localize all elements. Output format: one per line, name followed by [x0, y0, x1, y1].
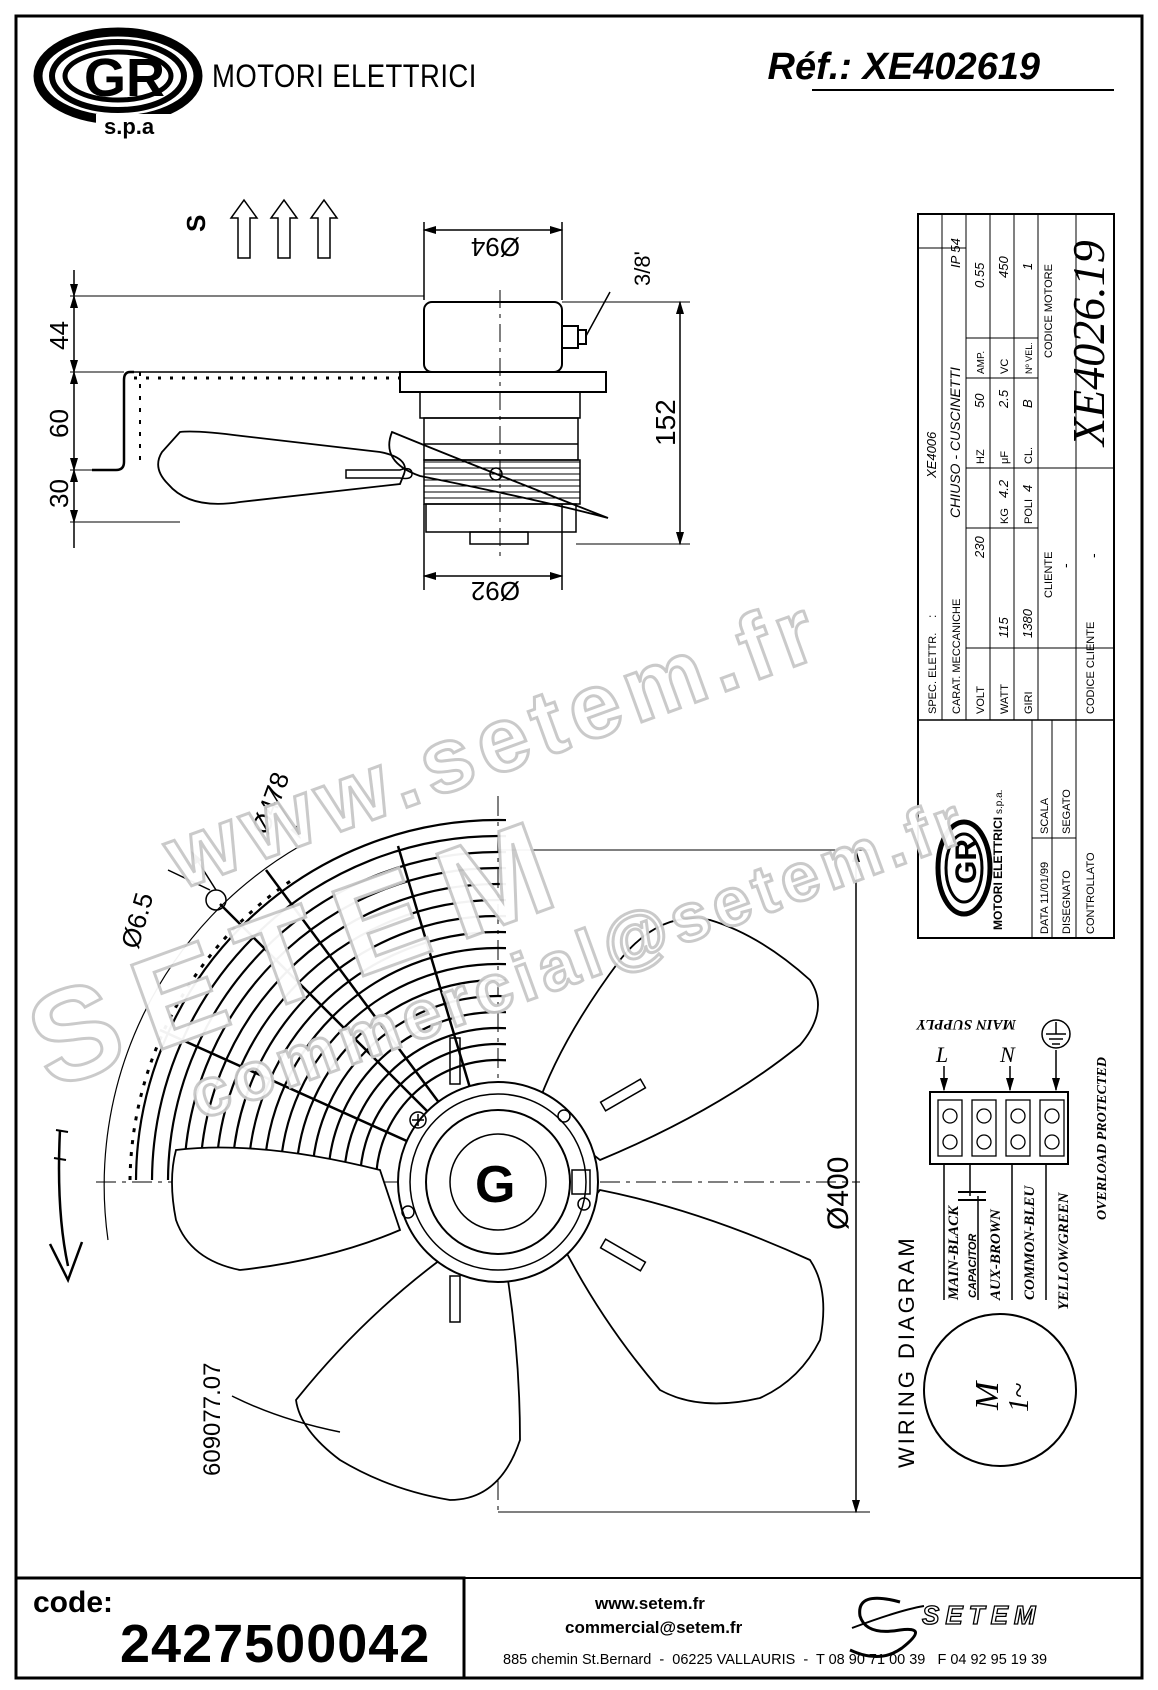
terminal-n: N [999, 1042, 1016, 1067]
gr-logo: GR s.p.a [33, 27, 203, 139]
dim-total-152: 152 [650, 399, 681, 446]
svg-text:G: G [475, 1156, 515, 1214]
scala-label: SCALA [1039, 797, 1051, 834]
data-label: DATA 11/01/99 [1039, 862, 1051, 934]
brand-name: MOTORI ELETTRICI [212, 58, 477, 94]
mech-value: CHIUSO - CUSCINETTI [947, 367, 963, 518]
motor-m: M [969, 1380, 1006, 1411]
dim-blade-diameter: Ø400 [822, 1157, 855, 1230]
setem-logo-icon [849, 1596, 925, 1658]
volt-value: 230 [972, 536, 987, 559]
wire-yellow-green: YELLOW/GREEN [1056, 1191, 1072, 1310]
dim-height-44: 44 [44, 321, 74, 350]
watt-value: 115 [996, 617, 1011, 638]
cl-label: CL. [1023, 447, 1035, 464]
title-logo: GR MOTORI ELETTRICI s.p.a. [935, 790, 1005, 930]
uf-value: 2.5 [996, 389, 1011, 409]
amp-label: AMP. [976, 351, 987, 374]
codice-cliente-label: CODICE CLIENTE [1085, 622, 1097, 714]
main-supply-label: MAIN SUPPLY [915, 1016, 1017, 1032]
codice-motore-label: CODICE MOTORE [1043, 264, 1055, 358]
side-view: S Ø94 3/8' [44, 198, 690, 606]
dim-thread: 3/8' [630, 251, 655, 286]
wire-common-bleu: COMMON-BLEU [1022, 1185, 1038, 1300]
airflow-arrow-icon [229, 198, 339, 259]
cliente-label: CLIENTE [1043, 552, 1055, 598]
rotation-arrow-icon [48, 1129, 84, 1284]
logo-text: GR [84, 48, 165, 108]
wire-main-black: MAIN-BLACK [946, 1205, 962, 1301]
svg-text:GR: GR [950, 839, 983, 884]
kg-value: 4.2 [996, 479, 1011, 498]
wiring-diagram: MAIN SUPPLY L N MAIN-BLAC [894, 1016, 1110, 1468]
wire-capacitor: CAPACITOR [967, 1234, 979, 1298]
motor-symbol [923, 1313, 1077, 1467]
dim-bottom-diameter: Ø92 [471, 576, 520, 606]
hz-value: 50 [972, 393, 987, 408]
code-value: 2427500042 [120, 1614, 431, 1674]
terminal-l: L [935, 1042, 948, 1067]
cl-value: B [1020, 399, 1035, 408]
title-block: GR MOTORI ELETTRICI s.p.a. DATA 11/01/99… [917, 213, 1115, 939]
spec-sep: : [925, 615, 939, 618]
hub-logo-icon: G [475, 1156, 515, 1214]
vel-label: Nº VEL. [1024, 342, 1034, 374]
mini-logo-brand: MOTORI ELETTRICI [991, 817, 1005, 930]
airflow-label: S [181, 215, 211, 232]
earth-icon [1041, 1019, 1071, 1049]
front-view: Ø478 Ø6.5 G [48, 768, 870, 1514]
vc-label: VC [999, 359, 1011, 374]
controllato-label: CONTROLLATO [1085, 852, 1097, 934]
watt-label: WATT [999, 684, 1011, 714]
reference-number: Réf.: XE402619 [767, 46, 1041, 88]
poli-label: POLI [1023, 499, 1035, 524]
disegnato-label: DISEGNATO [1061, 870, 1073, 934]
codice-motore: XE4026.19 [1063, 240, 1114, 448]
part-number: 609077.07 [199, 1363, 226, 1476]
giri-value: 1380 [1020, 608, 1035, 638]
spec-label: SPEC. ELETTR. [927, 633, 939, 714]
logo-sub: s.p.a [104, 114, 155, 139]
watermark: www.setem.fr SETEM commercial@setem.fr [8, 575, 980, 1135]
ip-rating: IP 54 [948, 238, 963, 268]
mini-logo-spa: s.p.a. [994, 790, 1005, 814]
codice-cliente-value: - [1085, 553, 1101, 558]
dim-height-30: 30 [44, 479, 74, 508]
footer-address: 885 chemin St.Bernard - 06225 VALLAURIS … [503, 1652, 1048, 1668]
sheet-border [14, 14, 1144, 1680]
setem-brand: SETEM [921, 1599, 1042, 1630]
amp-value: 0.55 [972, 262, 987, 288]
motor-phase: 1~ [1004, 1383, 1035, 1412]
poli-value: 4 [1020, 485, 1035, 492]
overload-label: OVERLOAD PROTECTED [1095, 1057, 1110, 1220]
mech-label: CARAT. MECCANICHE [951, 599, 963, 714]
wiring-title: WIRING DIAGRAM [894, 1235, 919, 1468]
cliente-value: - [1057, 563, 1073, 568]
volt-label: VOLT [975, 686, 987, 714]
giri-label: GIRI [1023, 691, 1035, 714]
wire-aux-brown: AUX-BROWN [988, 1208, 1004, 1301]
uf-label: μF [999, 451, 1011, 464]
code-box [14, 1576, 466, 1680]
spec-value: XE4006 [924, 431, 939, 479]
footer-website-link[interactable]: www.setem.fr [595, 1594, 705, 1613]
dim-top-diameter: Ø94 [471, 232, 520, 262]
footer-email-link[interactable]: commercial@setem.fr [565, 1618, 743, 1637]
code-label: code: [33, 1586, 114, 1619]
hz-label: HZ [975, 449, 987, 464]
dim-height-60: 60 [44, 409, 74, 438]
kg-label: KG [999, 508, 1011, 524]
segato-label: SEGATO [1061, 789, 1073, 834]
vc-value: 450 [996, 256, 1011, 278]
vel-value: 1 [1020, 263, 1035, 270]
